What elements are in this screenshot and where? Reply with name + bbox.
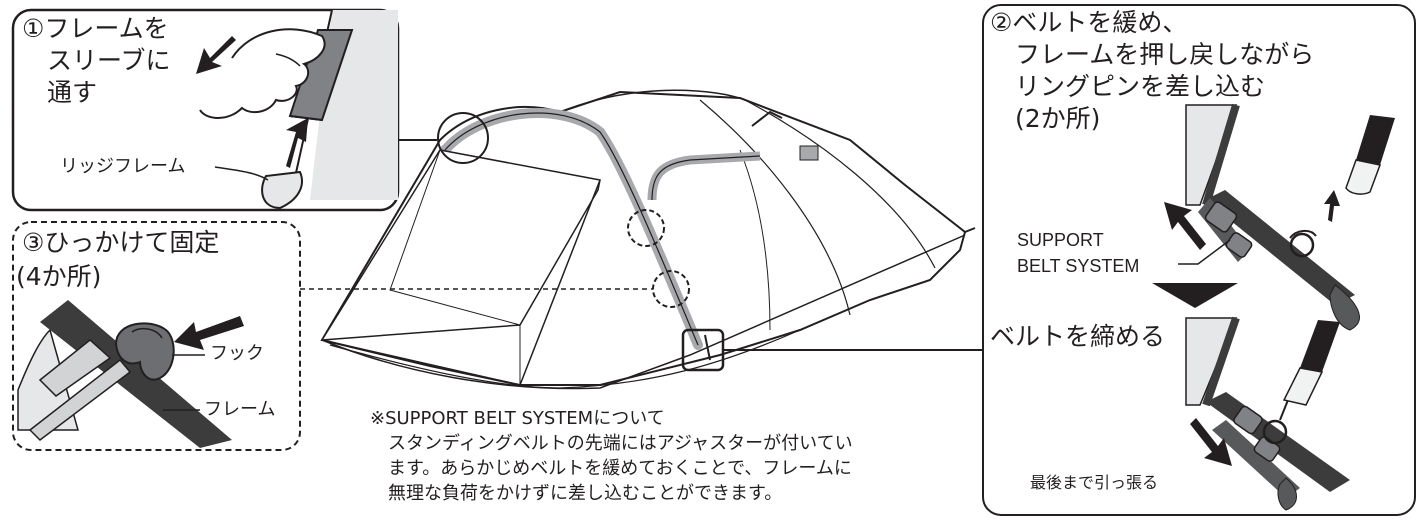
push-arrow bbox=[174, 316, 244, 350]
panel-1-title-line-2: スリーブに bbox=[22, 46, 171, 75]
next-step-arrow bbox=[1152, 283, 1238, 308]
strap-illustration bbox=[40, 300, 232, 448]
ridge-frame-label: リッジフレーム bbox=[60, 156, 186, 177]
panel-2-title-line-2: フレームを押し戻しながら bbox=[990, 40, 1315, 69]
down-left-arrow bbox=[196, 36, 236, 74]
panel-1-title-line-3: 通す bbox=[22, 78, 98, 107]
hand-illustration bbox=[199, 28, 326, 119]
note-line-2: スタンディングベルトの先端にはアジャスターが付いてい bbox=[370, 433, 853, 454]
ridge-frame-end bbox=[261, 170, 303, 210]
support-belt-label-line-2: BELT SYSTEM bbox=[1017, 256, 1140, 276]
panel-3 bbox=[12, 221, 301, 451]
tighten-belt-label: ベルトを締める bbox=[990, 322, 1166, 351]
pull-to-end-label: 最後まで引っ張る bbox=[1030, 473, 1159, 492]
panel-2-title-line-1: ②ベルトを緩め、 bbox=[990, 8, 1188, 37]
panel-2-title-line-3: リングピンを差し込む bbox=[990, 72, 1266, 101]
ridge-label-leader bbox=[214, 166, 269, 181]
loosen-arrow bbox=[1164, 202, 1206, 250]
panel-3-title-line-2: (4か所) bbox=[16, 262, 102, 291]
frame-label: フレーム bbox=[204, 399, 276, 420]
note-line-3: ます。あらかじめベルトを緩めておくことで、フレームに bbox=[370, 458, 852, 479]
hook-label: フック bbox=[210, 343, 264, 364]
ridge-callout-circle bbox=[437, 112, 489, 164]
panel-3-title-line-1: ③ひっかけて固定 bbox=[22, 228, 220, 257]
tent-illustration bbox=[320, 89, 976, 390]
upper-strap bbox=[1205, 190, 1355, 305]
panel-2 bbox=[982, 4, 1416, 516]
panel-1-title-line-1: ①フレームを bbox=[22, 14, 169, 43]
note-line-1: ※SUPPORT BELT SYSTEMについて bbox=[370, 408, 665, 429]
panel-1 bbox=[11, 8, 400, 212]
support-belt-label-line-1: SUPPORT bbox=[1017, 230, 1104, 250]
pull-arrow bbox=[1190, 418, 1232, 466]
hook-illustration bbox=[114, 322, 175, 381]
panel-2-title-line-4: (2か所) bbox=[990, 104, 1101, 133]
up-arrow bbox=[286, 118, 308, 168]
hook-callout-circle-1 bbox=[627, 209, 665, 247]
note-line-4: 無理な負荷をかけずに差し込むことができます。 bbox=[370, 483, 783, 504]
